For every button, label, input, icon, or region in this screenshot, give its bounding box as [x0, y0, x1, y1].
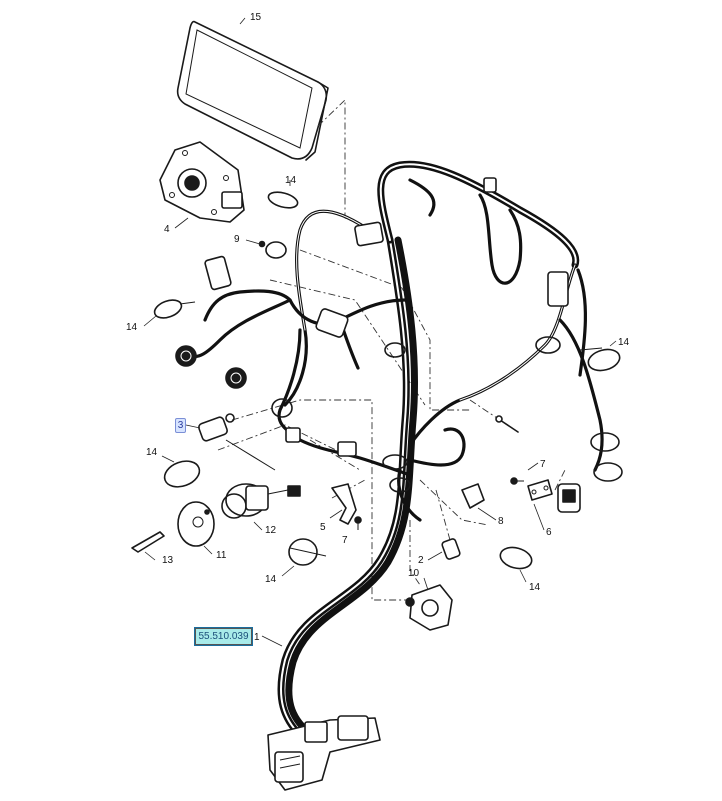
part-7-screw-a[interactable] — [354, 516, 362, 530]
pin — [495, 415, 519, 433]
callout-4: 4 — [164, 224, 170, 235]
callout-10: 10 — [408, 568, 420, 579]
part-12-key-switch[interactable] — [221, 483, 301, 519]
part-13-key[interactable] — [131, 531, 165, 553]
callout-2: 2 — [418, 555, 424, 566]
reference-code-link[interactable]: 55.510.039 — [194, 627, 253, 646]
part-15-display-panel[interactable] — [176, 20, 329, 161]
callout-5: 5 — [320, 522, 326, 533]
part-14-cable-tie-a[interactable] — [267, 189, 300, 210]
part-8-tab[interactable] — [461, 483, 485, 509]
part-1-main-wire-harness[interactable] — [188, 160, 604, 739]
part-14-cable-tie-e[interactable] — [498, 544, 534, 572]
callout-12: 12 — [265, 525, 277, 536]
round-connector-left-1 — [175, 345, 197, 367]
callout-9: 9 — [234, 234, 240, 245]
part-4-sensor-bracket[interactable] — [159, 141, 245, 223]
callout-13: 13 — [162, 555, 174, 566]
part-11-bezel[interactable] — [177, 501, 215, 547]
callout-14-d: 14 — [265, 574, 277, 585]
part-6-plate[interactable] — [527, 479, 553, 501]
callout-7-b: 7 — [540, 459, 546, 470]
harness-ties — [271, 336, 623, 493]
part-2-connector[interactable] — [441, 538, 461, 560]
callout-1: 1 — [254, 632, 260, 643]
callout-14-a: 14 — [285, 175, 297, 186]
part-14-cable-tie-d[interactable] — [288, 538, 327, 566]
callout-14-b: 14 — [126, 322, 138, 333]
callout-7-a: 7 — [342, 535, 348, 546]
part-3-sensor[interactable] — [198, 413, 276, 471]
callout-14-f: 14 — [618, 337, 630, 348]
harness-connectors — [175, 177, 581, 791]
part-14-cable-tie-c[interactable] — [161, 457, 203, 492]
callout-3-selected[interactable]: 3 — [175, 418, 186, 433]
part-10-mount-bracket[interactable] — [405, 584, 453, 631]
part-14-cable-tie-b[interactable] — [152, 297, 196, 322]
round-connector-left-2 — [225, 367, 247, 389]
part-7-screw-b[interactable] — [510, 477, 524, 485]
callout-8: 8 — [498, 516, 504, 527]
callout-14-e: 14 — [529, 582, 541, 593]
part-14-cable-tie-f[interactable] — [579, 346, 622, 374]
callout-6: 6 — [546, 527, 552, 538]
callout-15: 15 — [250, 12, 262, 23]
callout-14-c: 14 — [146, 447, 158, 458]
connector-block-bottom — [267, 715, 381, 791]
part-9-clip[interactable] — [258, 240, 287, 259]
callout-11: 11 — [216, 550, 227, 561]
part-5-bracket[interactable] — [331, 483, 357, 525]
